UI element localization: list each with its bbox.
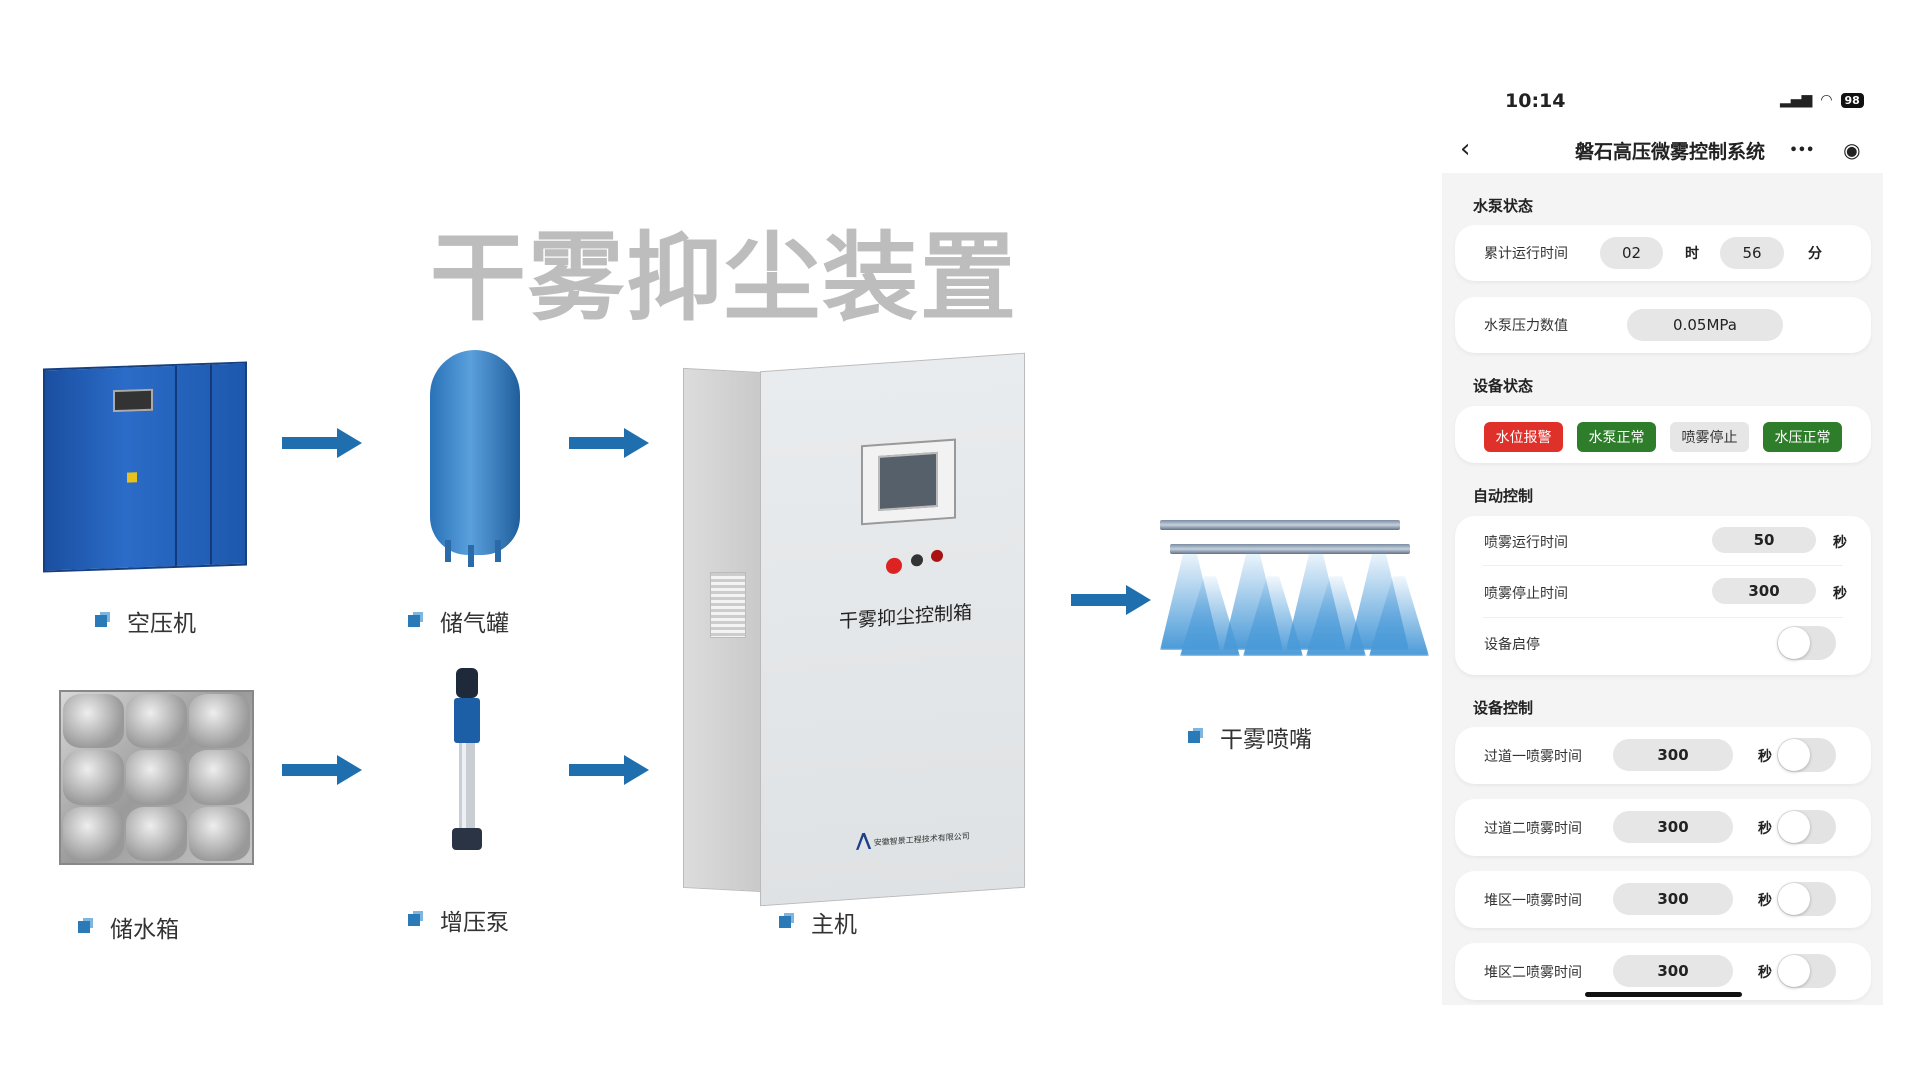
section-device-status: 设备状态 [1473, 377, 1534, 395]
spray-toggle[interactable] [1777, 954, 1836, 988]
spray-toggle[interactable] [1777, 810, 1836, 844]
diagram-title: 干雾抑尘装置 [430, 222, 1018, 334]
page-title: 磐石高压微雾控制系统 [1574, 141, 1765, 163]
device-start-stop-toggle[interactable] [1777, 626, 1836, 660]
spray-time-input[interactable]: 300 [1613, 883, 1733, 915]
badge-water-level-alarm: 水位报警 [1484, 422, 1563, 452]
hours-value: 02 [1600, 237, 1663, 269]
label-booster-pump: 增压泵 [408, 903, 509, 937]
close-target-icon[interactable]: ◉ [1843, 138, 1861, 162]
label-air-tank: 储气罐 [408, 604, 509, 638]
bullet-icon [779, 916, 791, 928]
label-host: 主机 [779, 905, 857, 939]
status-time: 10:14 [1505, 90, 1566, 112]
label-compressor: 空压机 [95, 604, 196, 638]
control-row: 过道二喷雾时间 300 秒 [1455, 799, 1871, 856]
pressure-card: 水泵压力数值 0.05MPa [1455, 297, 1871, 353]
bullet-icon [1188, 731, 1200, 743]
air-tank-image [430, 350, 520, 555]
spray-toggle[interactable] [1777, 882, 1836, 916]
back-button[interactable]: ‹ [1460, 134, 1471, 164]
label-nozzle: 干雾喷嘴 [1188, 720, 1312, 754]
home-indicator [1585, 992, 1742, 997]
nozzle-image [1160, 520, 1430, 690]
spray-toggle[interactable] [1777, 738, 1836, 772]
run-time-input[interactable]: 50 [1712, 527, 1816, 553]
status-badges-card: 水位报警 水泵正常 喷雾停止 水压正常 [1455, 406, 1871, 463]
control-row: 堆区二喷雾时间 300 秒 [1455, 943, 1871, 1000]
spray-time-input[interactable]: 300 [1613, 811, 1733, 843]
water-tank-image [59, 690, 254, 865]
arrow-right-icon [282, 428, 362, 458]
badge-pressure-normal: 水压正常 [1763, 422, 1842, 452]
spray-time-input[interactable]: 300 [1613, 955, 1733, 987]
arrow-right-icon [282, 755, 362, 785]
auto-control-card: 喷雾运行时间 50 秒 喷雾停止时间 300 秒 设备启停 [1455, 516, 1871, 675]
battery-icon: 98 [1840, 92, 1864, 108]
stop-time-input[interactable]: 300 [1712, 578, 1816, 604]
booster-pump-image [452, 668, 482, 850]
label-water-tank: 储水箱 [78, 910, 179, 944]
bullet-icon [95, 615, 107, 627]
control-box-image: 干雾抑尘控制箱 ⋀ 安徽智景工程技术有限公司 [760, 352, 1025, 907]
pressure-value: 0.05MPa [1627, 309, 1783, 341]
air-compressor-image [43, 361, 247, 573]
badge-pump-normal: 水泵正常 [1577, 422, 1656, 452]
arrow-right-icon [1071, 585, 1151, 615]
more-button[interactable]: ••• [1789, 142, 1815, 158]
bullet-icon [408, 914, 420, 926]
arrow-right-icon [569, 755, 649, 785]
section-pump-status: 水泵状态 [1473, 197, 1534, 215]
miniapp-capsule: ••• ◉ [1775, 132, 1875, 168]
control-row: 堆区一喷雾时间 300 秒 [1455, 871, 1871, 928]
spray-time-input[interactable]: 300 [1613, 739, 1733, 771]
control-row: 过道一喷雾时间 300 秒 [1455, 727, 1871, 784]
section-auto-control: 自动控制 [1473, 487, 1534, 505]
signal-icon: ▂▄▆ [1780, 92, 1813, 108]
status-icons: ▂▄▆ ◠ 98 [1780, 92, 1864, 108]
badge-spray-stopped: 喷雾停止 [1670, 422, 1749, 452]
bullet-icon [408, 615, 420, 627]
runtime-card: 累计运行时间 02 时 56 分 [1455, 225, 1871, 281]
minutes-value: 56 [1720, 237, 1784, 269]
wifi-icon: ◠ [1820, 92, 1833, 108]
vent-grille [710, 572, 746, 638]
bullet-icon [78, 921, 90, 933]
arrow-right-icon [569, 428, 649, 458]
section-device-control: 设备控制 [1473, 699, 1534, 717]
company-logo: ⋀ 安徽智景工程技术有限公司 [856, 829, 970, 852]
